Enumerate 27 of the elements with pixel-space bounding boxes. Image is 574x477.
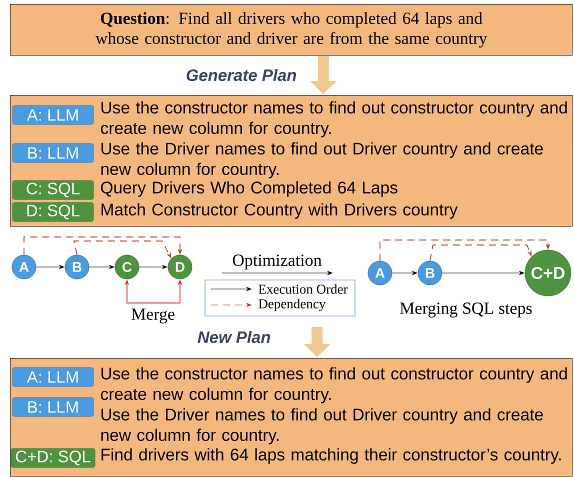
legend-text: Execution Order [258, 284, 348, 294]
caption: Merging SQL steps [400, 302, 532, 318]
step-tag: D: SQL [12, 202, 94, 222]
step-description: Query Drivers Who Completed 64 Laps [101, 181, 398, 197]
step-description: Use the constructor names to find out constructor country and create new column for country. [100, 101, 567, 138]
legend-text: Dependency [258, 298, 326, 312]
step-description: Find drivers with 64 laps matching their constructor’s country. [102, 448, 561, 464]
dependency-arrow [380, 240, 550, 262]
plan-panel [10, 358, 573, 477]
step-description: Use the Driver names to find out Driver country and create new column for country. [101, 408, 543, 444]
step-tag: B: LLM [12, 143, 94, 163]
step-description: Use the Driver names to find out Driver country and create new column for country. [101, 142, 543, 178]
step-tag: C: SQL [12, 180, 94, 200]
dependency-arrow [24, 236, 182, 256]
optimization-label: Optimization [232, 254, 322, 270]
step-tag: C+D: SQL [10, 448, 96, 468]
step-tag: A: LLM [12, 105, 94, 125]
step-description: Match Constructor Country with Drivers country [102, 203, 458, 219]
edge-label: Merge [131, 308, 174, 324]
question-box: Question: Find all drivers who completed 64 laps and whose constructor and driver are from the same country [10, 4, 573, 56]
step-tag: A: LLM [12, 367, 94, 387]
plan-panel [10, 95, 573, 227]
step-description: Use the constructor names to find out constructor country and create new column for country. [100, 367, 567, 404]
edge-label: Generate Plan [186, 68, 296, 82]
dependency-arrow [430, 244, 532, 262]
edge-label: New Plan [198, 330, 270, 344]
step-tag: B: LLM [12, 397, 94, 417]
